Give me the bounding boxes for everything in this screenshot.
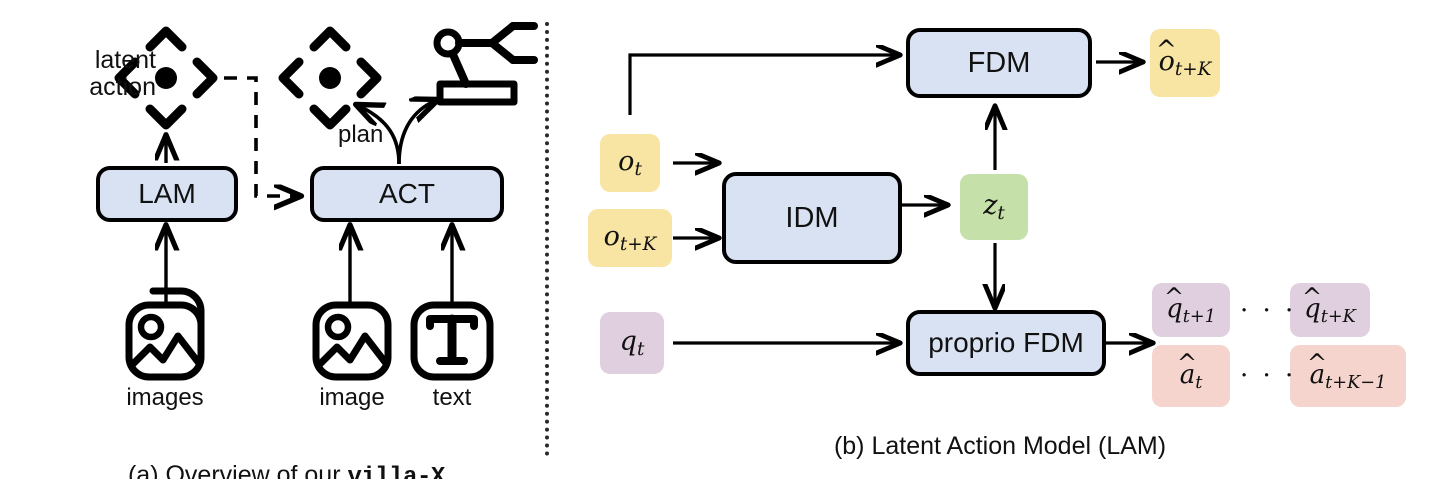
chip-o-t-plus-k: ot+K (588, 209, 672, 267)
chip-q-hat-t-plus-k-text: ^qt+K (1302, 283, 1356, 327)
box-idm-label: IDM (785, 201, 839, 234)
caption-panel-a: (a) Overview of our villa-X (0, 432, 545, 479)
box-act-label: ACT (379, 178, 435, 209)
images-label: images (126, 384, 204, 411)
chip-o-t-plus-k-text: ot+K (603, 220, 657, 256)
latent-action-diamond-icon (278, 26, 382, 130)
latent-action-diamond-icon (114, 26, 218, 130)
images-stack-icon (125, 287, 205, 381)
chip-q-hat-t-plus-1: ^qt+1 (1152, 283, 1230, 337)
chip-z-t-text: zt (983, 189, 1005, 225)
chip-a-hat-t-plus-k-minus-1: ^at+K−1 (1290, 345, 1406, 407)
panel-divider (545, 22, 549, 456)
caption-panel-b: (b) Latent Action Model (LAM) (833, 432, 1167, 460)
ellipsis-a-row: · · · (1240, 361, 1297, 391)
image-icon (312, 301, 392, 381)
box-act[interactable]: ACT (310, 166, 504, 222)
image-label: image (319, 384, 385, 411)
chip-a-hat-t: ^at (1152, 345, 1230, 407)
chip-a-hat-t-plus-k-minus-1-text: ^at+K−1 (1306, 349, 1387, 393)
text-label: text (432, 384, 472, 411)
box-idm[interactable]: IDM (722, 172, 902, 264)
box-proprio-fdm[interactable]: proprio FDM (906, 310, 1106, 376)
ellipsis-q-row: · · · (1240, 296, 1297, 326)
chip-a-hat-t-text: ^at (1177, 349, 1203, 393)
chip-q-t-text: qt (619, 325, 645, 361)
box-fdm[interactable]: FDM (906, 28, 1092, 98)
chip-o-t: ot (600, 134, 660, 192)
box-fdm-label: FDM (967, 46, 1031, 79)
chip-q-hat-t-plus-k: ^qt+K (1290, 283, 1370, 337)
caption-panel-a-mono: villa-X (347, 464, 445, 479)
box-proprio-fdm-label: proprio FDM (928, 327, 1084, 358)
chip-o-hat-t-plus-k-text: ^ot+K (1155, 35, 1212, 81)
robot-arm-icon (433, 22, 538, 106)
caption-panel-a-prefix: (a) Overview of our (127, 461, 348, 479)
chip-o-t-text: ot (618, 145, 642, 181)
chip-q-t: qt (600, 312, 664, 374)
box-lam-label: LAM (138, 178, 196, 209)
arrow-act-plan-to-robot (397, 100, 437, 165)
chip-z-t: zt (960, 174, 1028, 240)
chip-q-hat-t-plus-1-text: ^qt+1 (1164, 283, 1216, 327)
chip-o-hat-t-plus-k: ^ot+K (1150, 29, 1220, 97)
box-lam[interactable]: LAM (96, 166, 238, 222)
arrow-ot-to-fdm (628, 55, 899, 115)
plan-label: plan (338, 121, 384, 148)
dashed-arrow-latent-action-to-act (224, 76, 300, 196)
text-icon (410, 301, 494, 381)
